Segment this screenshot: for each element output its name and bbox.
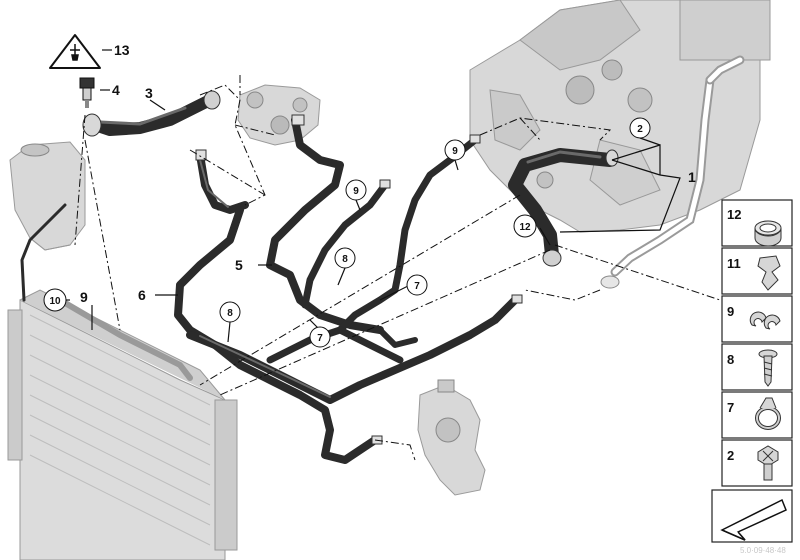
svg-text:7: 7 [317,333,323,344]
callout-10: 9 [80,289,88,305]
callout-11: 10 [43,288,67,312]
parts-panel: 12 11 9 8 [711,199,793,543]
assembly-lines [74,75,721,461]
svg-text:8: 8 [342,254,348,265]
svg-text:3: 3 [145,85,153,101]
svg-text:13: 13 [114,42,130,58]
callout-2: 2 [629,117,651,139]
hoses [82,90,619,464]
watermark: 5.0·09·48·48 [740,546,786,555]
callouts: 13 4 3 5 6 9 1 2 9 9 8 8 7 7 12 10 [43,42,696,348]
parts-panel-item-2: 2 [721,439,793,487]
callout-8b: 8 [219,301,241,323]
svg-text:8: 8 [227,308,233,319]
thermostat-housing [237,84,321,146]
parts-panel-item-7: 7 [721,391,793,439]
parts-panel-item-arrow [711,489,793,543]
svg-text:9: 9 [452,146,458,157]
svg-text:9: 9 [727,304,734,319]
svg-text:5: 5 [235,257,243,273]
callout-5: 5 [235,257,243,273]
callout-3: 3 [145,85,153,101]
callout-1: 1 [688,169,696,185]
parts-panel-item-11: 11 [721,247,793,295]
callout-8a: 8 [334,247,356,269]
callout-7a: 7 [406,274,428,296]
expansion-tank [9,141,86,251]
svg-text:12: 12 [727,207,741,222]
arrow-icon [720,498,787,541]
radiator [7,289,238,560]
svg-text:9: 9 [353,186,359,197]
callout-4: 4 [112,82,120,98]
temperature-sensor [79,77,95,108]
svg-text:10: 10 [49,296,61,307]
svg-text:1: 1 [688,169,696,185]
sensor-warning-icon [49,34,112,69]
svg-text:11: 11 [727,256,741,271]
callout-9a: 9 [444,139,466,161]
svg-text:4: 4 [112,82,120,98]
clip-icon [757,255,781,291]
svg-text:6: 6 [138,287,146,303]
callout-12: 12 [513,214,537,238]
callout-6: 6 [138,287,146,303]
hose-clamp-icon [754,220,782,247]
callout-7b: 7 [309,326,331,348]
spring-clamp-icon [755,397,781,430]
parts-panel-item-9: 9 [721,295,793,343]
callout-9b: 9 [345,179,367,201]
screw-icon [758,349,778,387]
svg-text:2: 2 [727,448,734,463]
svg-text:2: 2 [637,124,643,135]
svg-text:12: 12 [519,222,531,233]
auxiliary-pump [417,379,486,496]
svg-text:8: 8 [727,352,734,367]
callout-13: 13 [114,42,130,58]
parts-panel-item-8: 8 [721,343,793,391]
hex-bolt-icon [757,445,779,481]
double-clip-icon [749,311,781,330]
svg-text:9: 9 [80,289,88,305]
svg-text:7: 7 [727,400,734,415]
svg-text:7: 7 [414,281,420,292]
parts-panel-item-12: 12 [721,199,793,247]
